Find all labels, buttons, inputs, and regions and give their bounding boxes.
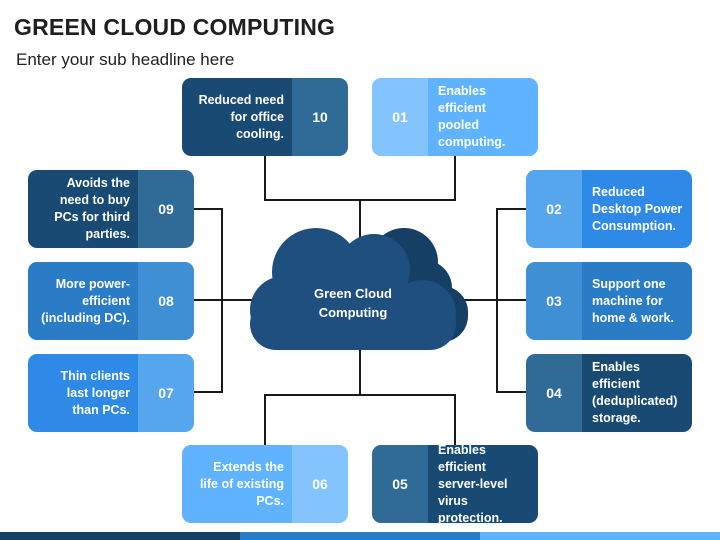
cloud-label-line1: Green Cloud xyxy=(313,286,392,301)
card-02-number: 02 xyxy=(526,170,582,248)
cloud-label-line2: Computing xyxy=(318,305,388,320)
card-07-text: Thin clients last longer than PCs. xyxy=(28,354,138,432)
card-04-number: 04 xyxy=(526,354,582,432)
card-09-text: Avoids the need to buy PCs for third par… xyxy=(28,170,138,248)
card-07: Thin clients last longer than PCs. 07 xyxy=(28,354,194,432)
card-04: 04 Enables efficient (deduplicated) stor… xyxy=(526,354,692,432)
card-01: 01 Enables efficient pooled computing. xyxy=(372,78,538,156)
card-03: 03 Support one machine for home & work. xyxy=(526,262,692,340)
cloud-icon xyxy=(250,228,468,350)
card-03-number: 03 xyxy=(526,262,582,340)
card-01-text: Enables efficient pooled computing. xyxy=(428,78,538,156)
card-08: More power-efficient (including DC). 08 xyxy=(28,262,194,340)
connector-bottom xyxy=(264,394,456,445)
page-subtitle: Enter your sub headline here xyxy=(16,50,235,69)
card-04-text: Enables efficient (deduplicated) storage… xyxy=(582,354,692,432)
card-10: Reduced need for office cooling. 10 xyxy=(182,78,348,156)
page-title: GREEN CLOUD COMPUTING xyxy=(14,14,336,40)
card-06-text: Extends the life of existing PCs. xyxy=(182,445,292,523)
card-09-number: 09 xyxy=(138,170,194,248)
card-10-number: 10 xyxy=(292,78,348,156)
card-07-number: 07 xyxy=(138,354,194,432)
card-06: Extends the life of existing PCs. 06 xyxy=(182,445,348,523)
card-10-text: Reduced need for office cooling. xyxy=(182,78,292,156)
card-05-text: Enables efficient server-level virus pro… xyxy=(428,445,538,523)
card-06-number: 06 xyxy=(292,445,348,523)
cloud-label: Green Cloud Computing xyxy=(246,284,460,322)
card-05: 05 Enables efficient server-level virus … xyxy=(372,445,538,523)
bottom-accent-bar xyxy=(0,532,720,540)
card-05-number: 05 xyxy=(372,445,428,523)
card-02-text: Reduced Desktop Power Consumption. xyxy=(582,170,692,248)
card-09: Avoids the need to buy PCs for third par… xyxy=(28,170,194,248)
card-08-text: More power-efficient (including DC). xyxy=(28,262,138,340)
card-01-number: 01 xyxy=(372,78,428,156)
center-cloud: Green Cloud Computing xyxy=(246,226,470,356)
card-02: 02 Reduced Desktop Power Consumption. xyxy=(526,170,692,248)
card-03-text: Support one machine for home & work. xyxy=(582,262,692,340)
card-08-number: 08 xyxy=(138,262,194,340)
connector-top xyxy=(264,156,456,201)
